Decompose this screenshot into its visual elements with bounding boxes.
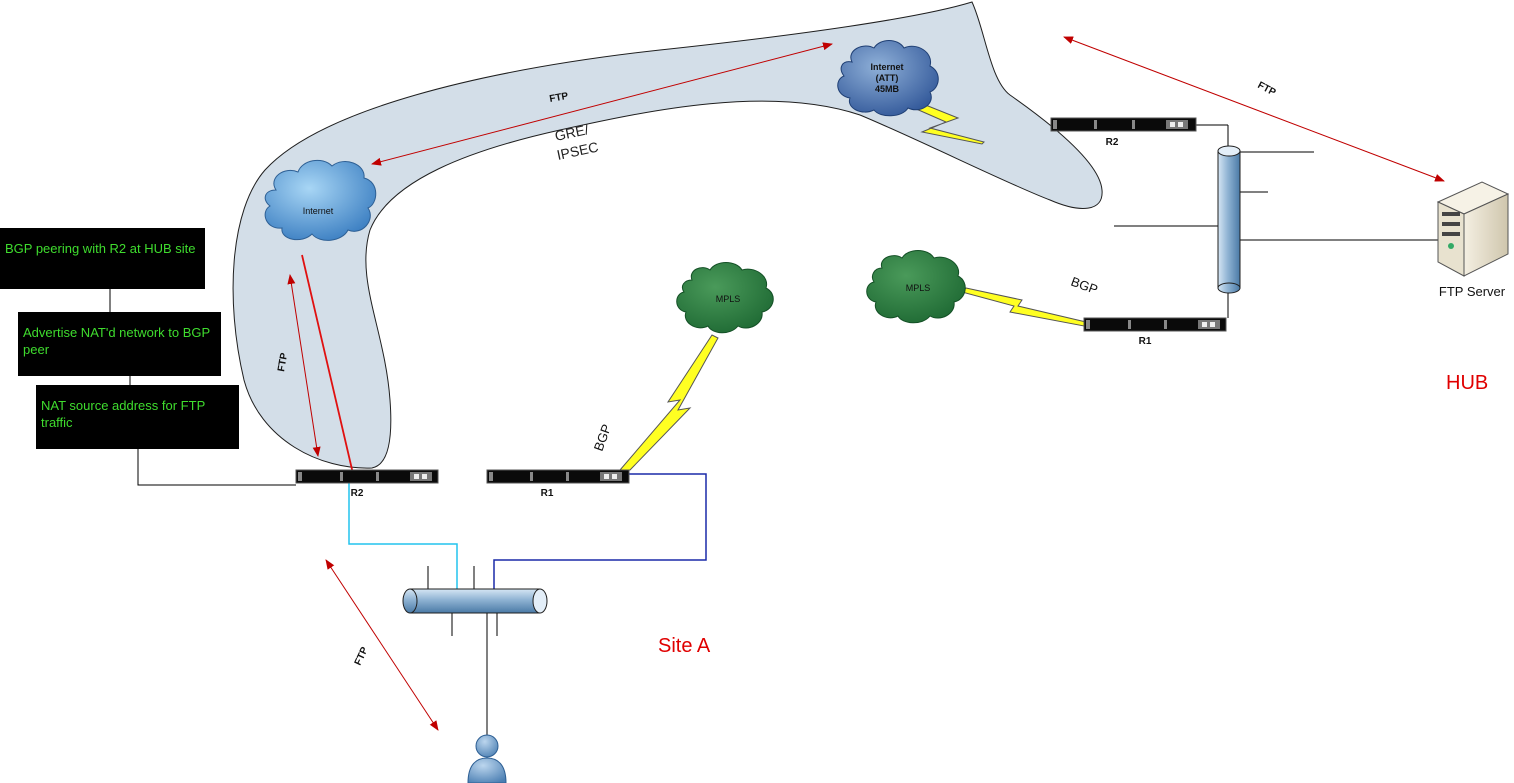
ftp-tunnel-label: FTP [549, 91, 570, 105]
user-icon[interactable] [467, 734, 507, 783]
internet-hub-label-2: (ATT) [876, 73, 899, 83]
bgp-lightning-site [618, 334, 719, 471]
note-to-r2-line [137, 449, 296, 486]
cyan-link-r2-to-bus [348, 483, 458, 589]
ftp-user-label: FTP [353, 645, 371, 667]
router-hub-r2-label: R2 [1106, 137, 1119, 148]
hub-site-label: HUB [1446, 372, 1488, 394]
internet-cloud-hub [837, 40, 939, 117]
ftp-arrow-site-vertical [287, 274, 321, 457]
internet-hub-label-3: 45MB [875, 84, 900, 94]
hub-lan-bus [1217, 145, 1241, 294]
ftp-arrow-tunnel [371, 42, 833, 166]
internet-cloud-site [264, 159, 377, 241]
ftp-server-label: FTP Server [1439, 284, 1506, 299]
bgp-hub-label: BGP [1069, 274, 1100, 297]
router-site-r1[interactable] [486, 469, 630, 484]
mpls-site-label: MPLS [716, 294, 741, 304]
site-a-lan-bus [402, 588, 548, 614]
router-hub-r1[interactable] [1083, 317, 1227, 332]
site-a-label: Site A [658, 635, 711, 657]
ftp-site-vertical-label: FTP [276, 352, 290, 373]
note-advertise-nat: Advertise NAT'd network to BGP peer [18, 312, 221, 376]
router-hub-r1-label: R1 [1139, 336, 1152, 347]
bgp-site-label: BGP [591, 422, 614, 453]
note-nat-source: NAT source address for FTP traffic [36, 385, 239, 449]
mpls-cloud-hub [866, 250, 966, 324]
router-site-r2-label: R2 [351, 488, 364, 499]
mpls-hub-label: MPLS [906, 283, 931, 293]
tunnel-label-line1: GRE/ [553, 121, 590, 144]
router-site-r1-label: R1 [541, 488, 554, 499]
internet-lightning-hub [913, 101, 985, 145]
blue-link-r1-to-bus [493, 473, 707, 589]
ftp-arrow-user [325, 559, 439, 731]
mpls-cloud-site [676, 262, 774, 334]
router-site-r2[interactable] [295, 469, 439, 484]
gre-ipsec-tunnel [232, 1, 1103, 469]
ftp-hub-label: FTP [1256, 80, 1278, 99]
internet-hub-label-1: Internet [870, 62, 903, 72]
router-hub-r2[interactable] [1050, 117, 1197, 132]
note-bgp-peering: BGP peering with R2 at HUB site [0, 228, 205, 289]
ftp-arrow-hub [1063, 36, 1445, 182]
ftp-server-icon[interactable] [1436, 181, 1510, 277]
bgp-lightning-hub [961, 287, 1087, 327]
internet-site-label: Internet [303, 206, 334, 216]
